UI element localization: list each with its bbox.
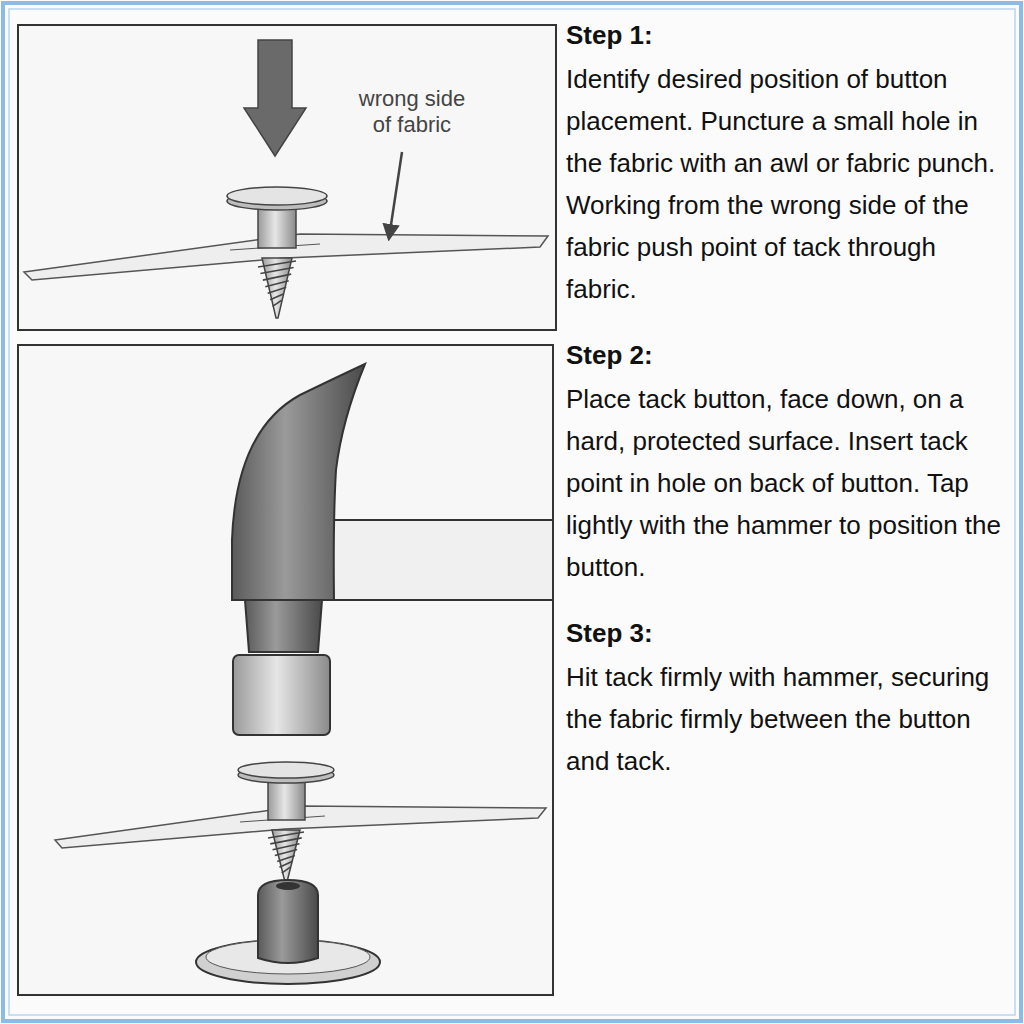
thread-stroke: [258, 261, 296, 267]
outer-frame: [3, 3, 1021, 1021]
thread-stroke: [270, 838, 301, 844]
button-hole: [276, 882, 300, 890]
hammer-face: [233, 655, 330, 735]
outer-frame-inner: [9, 9, 1015, 1015]
tack-head: [227, 187, 327, 205]
screw-thread: [258, 261, 296, 306]
thread-stroke: [273, 300, 282, 306]
screw-thread: [268, 832, 304, 873]
hammer-head: [232, 364, 365, 600]
thread-stroke: [260, 268, 293, 274]
step-heading: Step 2:: [566, 334, 1012, 376]
down-arrow: [244, 40, 306, 156]
thread-stroke: [268, 287, 287, 293]
step-text: Place tack button, face down, on a hard,…: [566, 378, 1012, 588]
thread-stroke: [273, 844, 300, 850]
thread-stroke: [279, 861, 292, 867]
thread-stroke: [277, 855, 295, 861]
thread-stroke: [265, 281, 288, 287]
hammer-handle: [326, 520, 553, 600]
button-post: [258, 880, 318, 963]
part-label: wrong side of fabric: [352, 86, 472, 138]
thread-stroke: [268, 832, 304, 838]
step-text: Hit tack firmly with hammer, securing th…: [566, 656, 1012, 782]
step-heading: Step 3:: [566, 612, 1012, 654]
tack-head: [238, 762, 334, 778]
leader-arrow: [389, 152, 402, 238]
hammer-neck: [245, 600, 322, 652]
thread-stroke: [270, 294, 284, 300]
tack-point: [272, 830, 300, 882]
step-heading: Step 1:: [566, 14, 1012, 56]
step-text: Identify desired position of button plac…: [566, 58, 1012, 310]
thread-stroke: [282, 867, 291, 873]
thread-stroke: [263, 274, 291, 280]
panel: [18, 25, 556, 330]
thread-stroke: [275, 850, 297, 856]
panel: [18, 345, 553, 995]
tack-point: [262, 258, 292, 318]
